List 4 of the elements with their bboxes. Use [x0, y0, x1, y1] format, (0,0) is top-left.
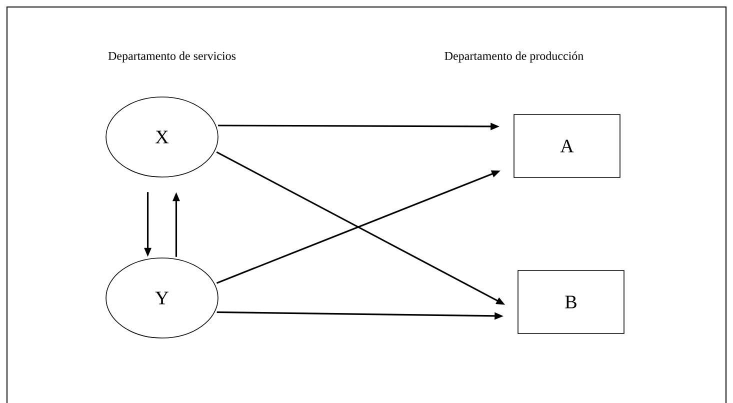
department-box: B [518, 270, 624, 334]
department-box: A [514, 114, 620, 178]
heading-text: Departamento de producción [444, 52, 584, 62]
heading-text: Departamento de servicios [108, 52, 236, 62]
